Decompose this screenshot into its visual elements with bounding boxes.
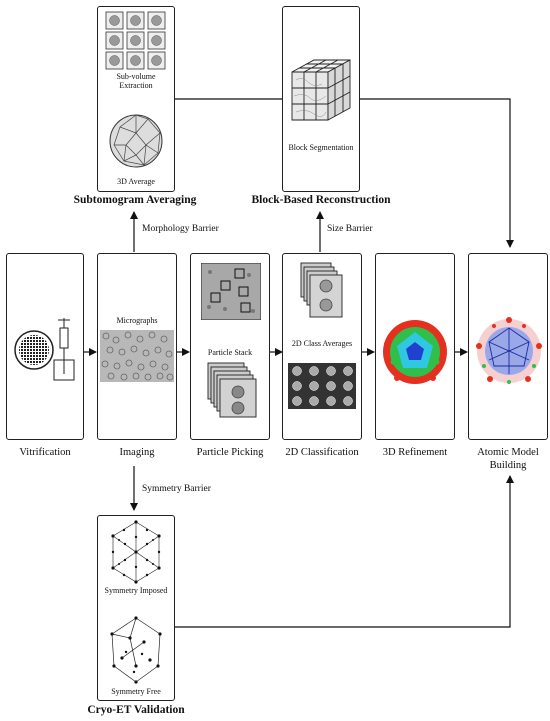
micrograph-image [100, 330, 174, 382]
symmetry-free-icon [110, 616, 162, 684]
line-bottom-to-atomic [174, 475, 514, 628]
imaging-label: Imaging [119, 447, 155, 458]
class-averages-grid [288, 363, 356, 409]
vitrification-label: Vitrification [19, 447, 71, 458]
morphology-barrier-label: Morphology Barrier [142, 224, 219, 234]
symmetry-imposed-label: Symmetry Imposed [104, 586, 168, 595]
subvolume-grid-icon [105, 11, 166, 70]
classification-label: 2D Classification [285, 447, 359, 458]
block-title: Block-Based Reconstruction [251, 194, 391, 206]
micrographs-label: Micrographs [116, 316, 158, 325]
symmetry-barrier-label: Symmetry Barrier [142, 484, 211, 494]
size-barrier-label: Size Barrier [327, 224, 373, 234]
block-cube-icon [291, 59, 351, 121]
cryo-et-title: Cryo-ET Validation [87, 704, 185, 716]
particle-stack-image [207, 362, 257, 418]
3d-average-label: 3D Average [117, 177, 155, 186]
3d-average-icon [109, 114, 163, 168]
subvolume-extraction-label: Sub-volume Extraction [116, 72, 156, 91]
atomic-model-image [476, 317, 542, 384]
3d-map-image [383, 320, 447, 384]
class-stack-image [300, 262, 343, 318]
atomic-model-label: Atomic Model Building [477, 447, 539, 471]
particle-picking-label: Particle Picking [196, 447, 264, 458]
symmetry-free-label: Symmetry Free [111, 687, 161, 696]
symmetry-imposed-icon [111, 520, 161, 584]
refinement-label: 3D Refinement [382, 447, 448, 458]
class-averages-label: 2D Class Averages [291, 339, 353, 348]
grid-plunger-icon [14, 318, 75, 381]
picking-micrograph [201, 263, 261, 320]
block-segmentation-label: Block Segmentation [288, 143, 354, 152]
subtomogram-title: Subtomogram Averaging [73, 194, 197, 206]
particle-stack-label: Particle Stack [207, 348, 253, 357]
